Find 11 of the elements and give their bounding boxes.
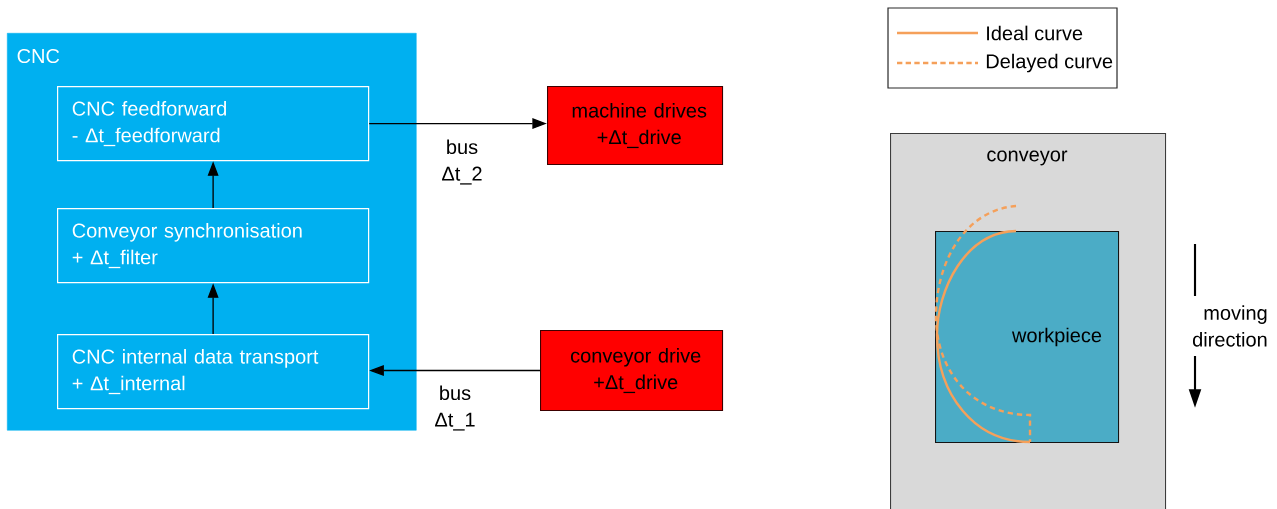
drive-box: conveyor drive +Δt_drive — [540, 330, 724, 412]
edge-label: bus Δt_1 — [435, 385, 475, 431]
process-box: Conveyor synchronisation + Δt_filter — [57, 208, 370, 284]
legend-label: Ideal curve — [987, 25, 1083, 41]
process-box: CNC internal data transport + Δt_internal — [57, 334, 370, 410]
process-box: CNC feedforward - Δt_feedforward — [57, 86, 370, 162]
legend-label: Delayed curve — [986, 53, 1113, 73]
direction-label: moving direction — [1193, 305, 1267, 347]
edge-label: bus Δt_2 — [442, 139, 482, 185]
drive-box: machine drives +Δt_drive — [547, 86, 724, 166]
workpiece-box: workpiece — [935, 231, 1120, 444]
